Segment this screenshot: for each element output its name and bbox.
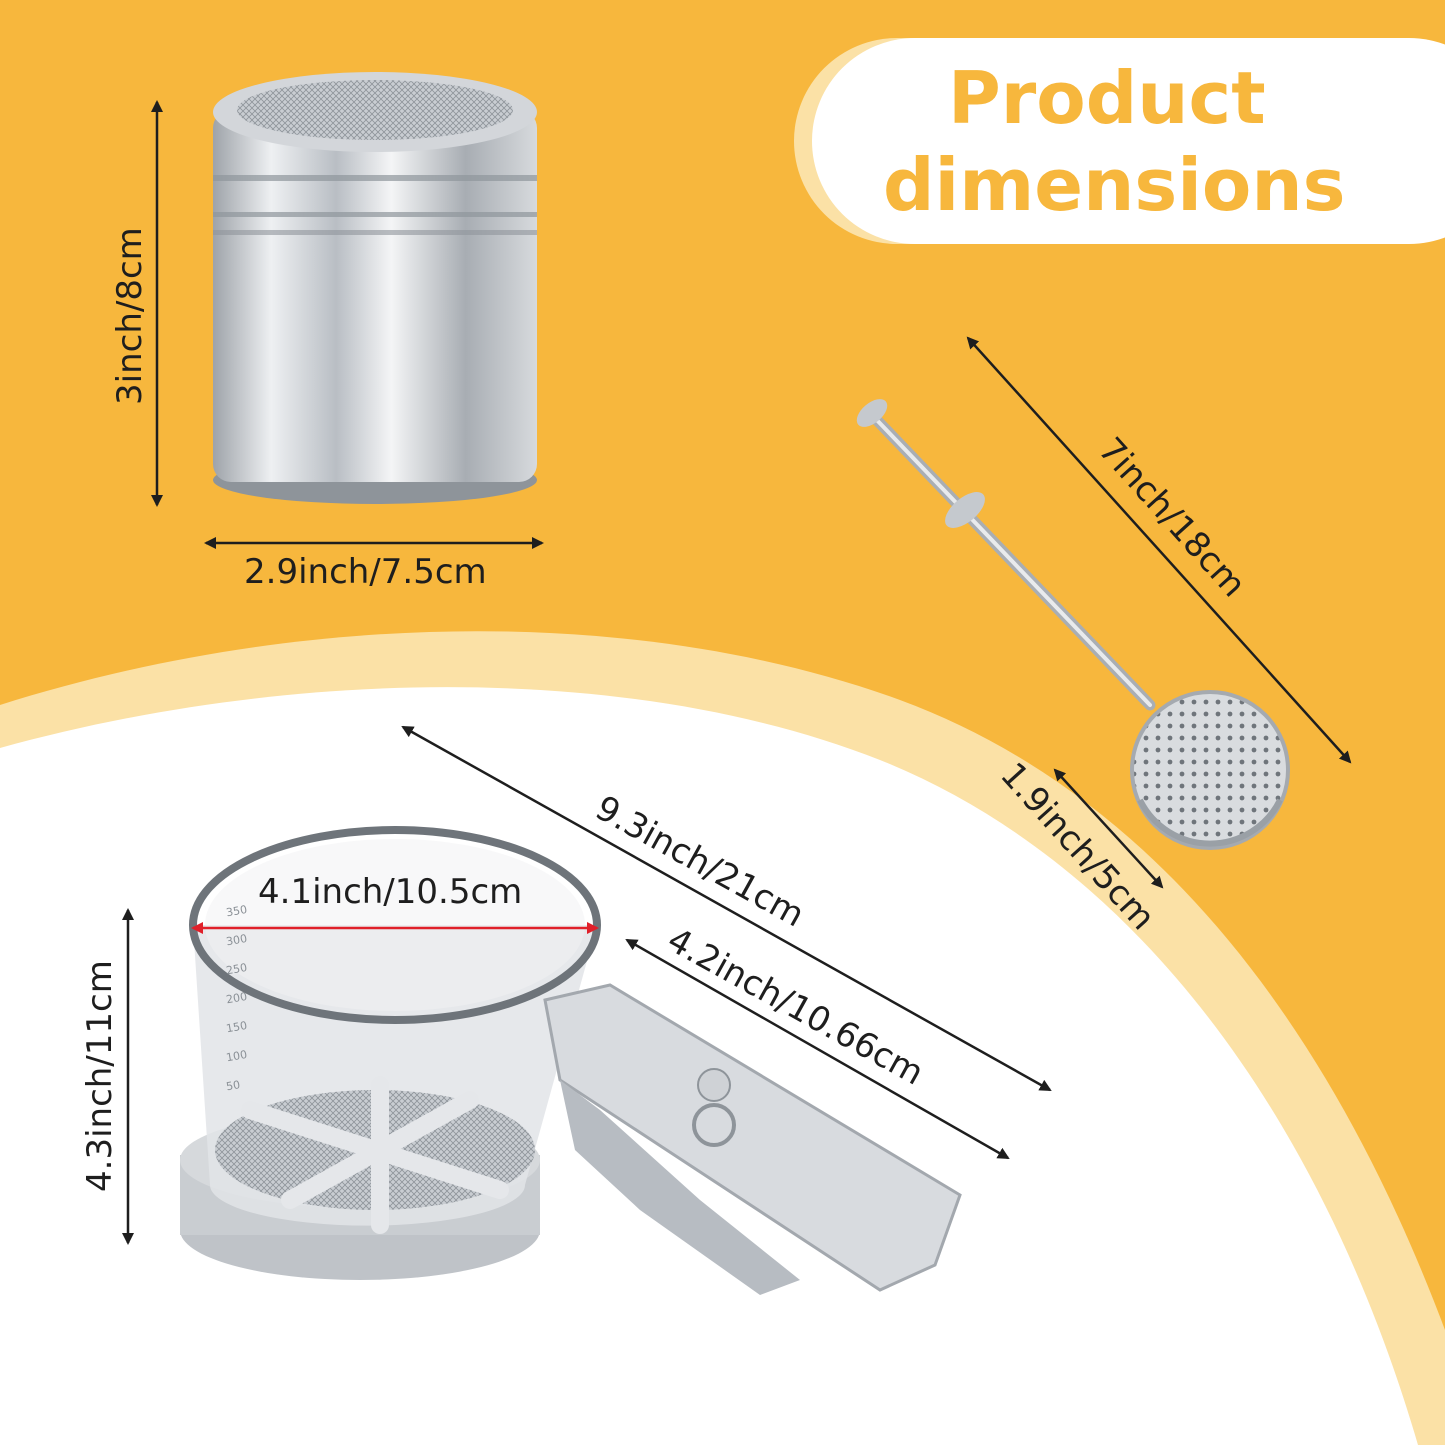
scale-mark: 50	[225, 1078, 242, 1094]
shaker-height-label: 3inch/8cm	[110, 227, 150, 405]
wand-length-arrow	[966, 336, 1352, 764]
shaker-illustration	[213, 72, 537, 504]
title-line-1: Product	[948, 56, 1266, 140]
sifter-handle-length-arrow	[625, 938, 1010, 1160]
ball-diameter-arrow	[1053, 768, 1164, 889]
shaker-width-label: 2.9inch/7.5cm	[244, 552, 487, 592]
sifter-height-label: 4.3inch/11cm	[80, 960, 120, 1192]
flour-sifter-illustration	[180, 826, 962, 1295]
sifter-diameter-label: 4.1inch/10.5cm	[258, 872, 523, 912]
title-badge	[812, 38, 1445, 244]
title-line-2: dimensions	[883, 143, 1346, 227]
